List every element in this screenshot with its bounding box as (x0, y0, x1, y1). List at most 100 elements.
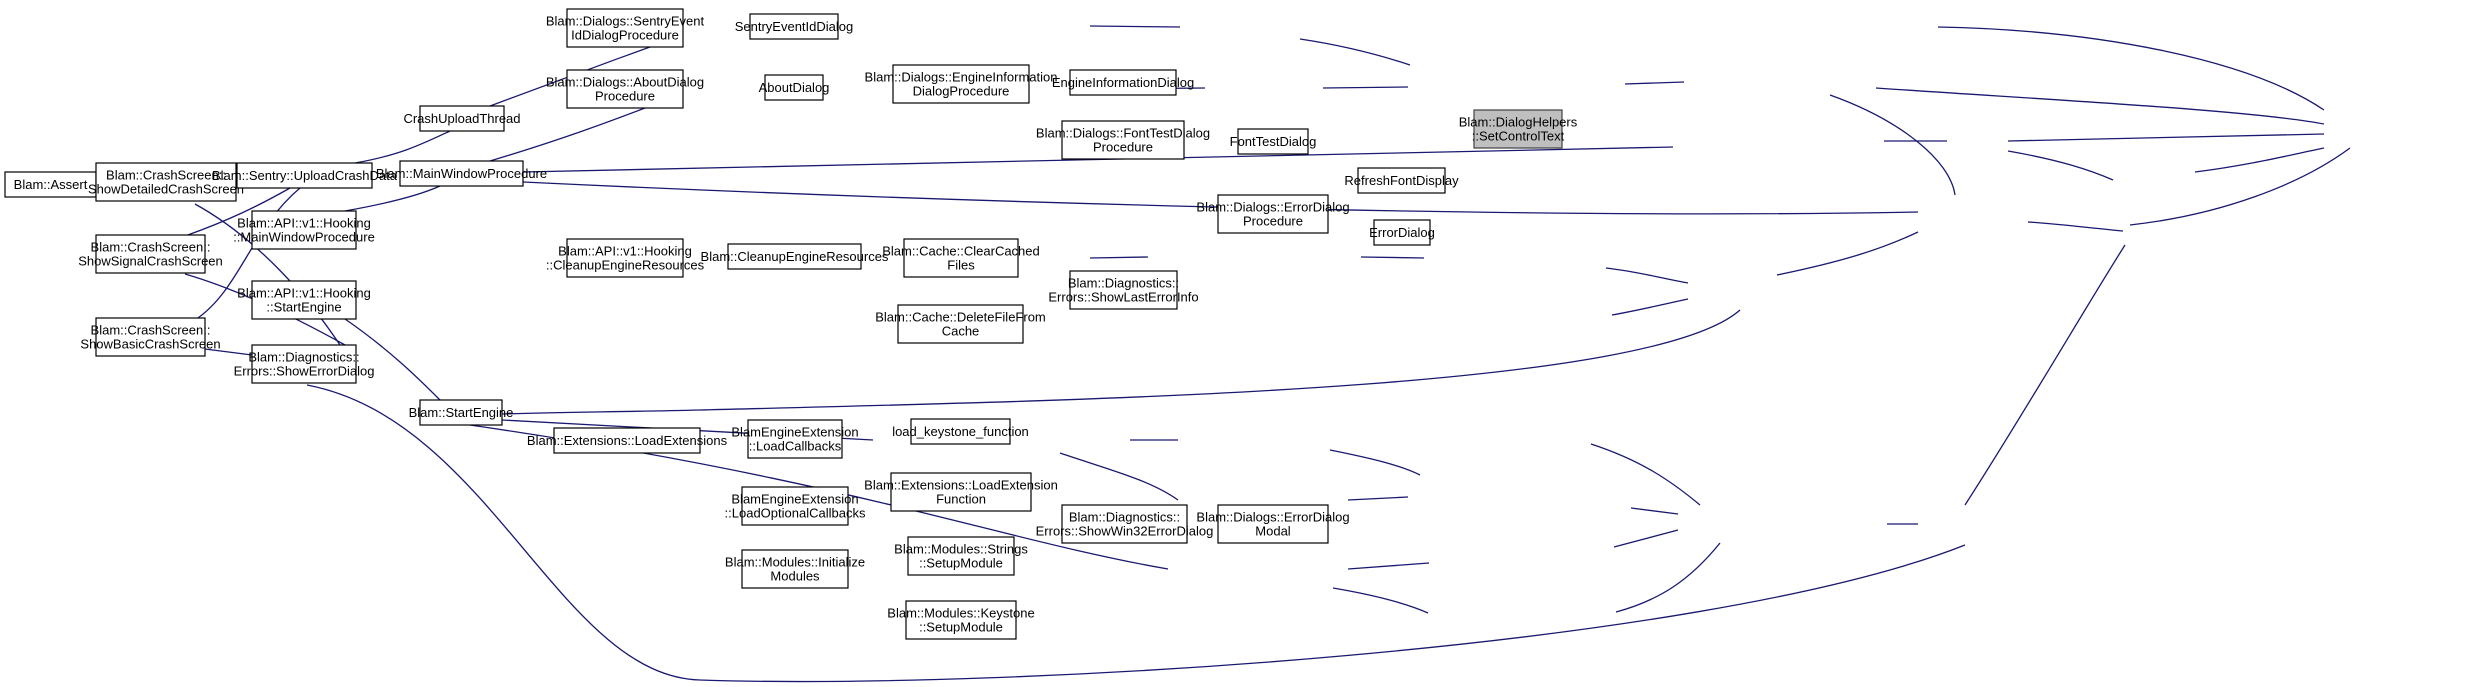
node-box[interactable] (251, 210, 357, 250)
node-engine-information-dialog-procedure[interactable]: Blam::Dialogs::EngineInformationDialogPr… (865, 64, 1058, 104)
node-box[interactable] (892, 64, 1030, 104)
node-crash-upload-thread[interactable]: CrashUploadThread (403, 105, 521, 132)
node-box[interactable] (747, 419, 843, 459)
node-label: EngineInformationDialog (1052, 75, 1194, 90)
node-label: ShowBasicCrashScreen (80, 337, 220, 352)
node-show-win32-error-dialog[interactable]: Blam::Diagnostics::Errors::ShowWin32Erro… (1036, 504, 1214, 544)
node-load-callbacks[interactable]: BlamEngineExtension::LoadCallbacks (731, 419, 859, 459)
node-set-control-text[interactable]: Blam::DialogHelpers::SetControlText (1459, 109, 1578, 149)
node-box[interactable] (897, 304, 1024, 344)
node-box[interactable] (741, 549, 849, 589)
node-box[interactable] (741, 486, 849, 526)
node-box[interactable] (905, 600, 1017, 640)
node-label: Blam::Extensions::LoadExtensions (527, 433, 728, 448)
edge-engine-information-dialog-to-engine-information-dialog-procedure (1624, 81, 1685, 85)
node-box[interactable] (419, 399, 503, 426)
node-box[interactable] (236, 162, 373, 189)
node-load-extensions[interactable]: Blam::Extensions::LoadExtensions (527, 427, 728, 454)
node-label: Errors::ShowLastErrorInfo (1048, 290, 1198, 305)
node-assert[interactable]: Blam::Assert (4, 171, 97, 198)
node-show-detailed[interactable]: Blam::CrashScreen::ShowDetailedCrashScre… (88, 162, 244, 202)
node-api-main-window-procedure[interactable]: Blam::API::v1::Hooking::MainWindowProced… (233, 210, 375, 250)
edge-sentry-event-id-dialog-to-sentry-event-id-dialog-procedure (1089, 25, 1181, 28)
node-box[interactable] (399, 160, 524, 187)
node-box[interactable] (1069, 69, 1177, 96)
node-upload-crash-data[interactable]: Blam::Sentry::UploadCrashData (212, 162, 398, 189)
node-refresh-font-display[interactable]: RefreshFontDisplay (1344, 167, 1459, 194)
node-box[interactable] (566, 8, 684, 48)
edge-line (1605, 267, 1689, 284)
node-box[interactable] (749, 13, 839, 40)
node-strings-setup-module[interactable]: Blam::Modules::Strings::SetupModule (894, 536, 1028, 576)
node-cleanup-engine-resources[interactable]: Blam::CleanupEngineResources (701, 243, 889, 270)
node-box[interactable] (1237, 128, 1309, 155)
node-box[interactable] (1473, 109, 1563, 149)
node-box[interactable] (95, 234, 206, 274)
node-box[interactable] (1061, 120, 1185, 160)
node-label: Blam::CrashScreen:: (91, 240, 211, 255)
node-box[interactable] (1069, 270, 1178, 310)
node-box[interactable] (251, 344, 357, 384)
edge-line (1611, 298, 1689, 316)
edge-line (204, 348, 253, 356)
node-load-optional-callbacks[interactable]: BlamEngineExtension::LoadOptionalCallbac… (725, 486, 866, 526)
node-box[interactable] (1061, 504, 1188, 544)
node-box[interactable] (890, 472, 1032, 512)
node-label: Errors::ShowWin32ErrorDialog (1036, 524, 1214, 539)
node-load-keystone-function[interactable]: load_keystone_function (892, 418, 1029, 445)
node-box[interactable] (764, 74, 824, 101)
node-box[interactable] (95, 317, 206, 357)
node-box[interactable] (727, 243, 862, 270)
node-start-engine[interactable]: Blam::StartEngine (409, 399, 514, 426)
edge-line (354, 130, 451, 164)
node-api-cleanup-engine-resources[interactable]: Blam::API::v1::Hooking::CleanupEngineRes… (546, 238, 705, 278)
node-about-dialog[interactable]: AboutDialog (759, 74, 830, 101)
node-box[interactable] (4, 171, 97, 198)
node-show-signal[interactable]: Blam::CrashScreen::ShowSignalCrashScreen (78, 234, 223, 274)
node-sentry-event-id-dialog-procedure[interactable]: Blam::Dialogs::SentryEventIdDialogProced… (546, 8, 705, 48)
node-box[interactable] (566, 238, 684, 278)
node-box[interactable] (910, 418, 1011, 445)
node-box[interactable] (903, 238, 1019, 278)
node-box[interactable] (553, 427, 701, 454)
node-box[interactable] (1217, 504, 1329, 544)
node-error-dialog[interactable]: ErrorDialog (1369, 219, 1435, 246)
edge-line (1624, 81, 1685, 85)
node-box[interactable] (566, 69, 684, 109)
node-box[interactable] (1217, 194, 1329, 234)
node-show-basic[interactable]: Blam::CrashScreen::ShowBasicCrashScreen (80, 317, 221, 357)
node-label: Blam::CrashScreen:: (91, 323, 211, 338)
edge-line (1630, 507, 1679, 515)
node-label: ::SetControlText (1472, 129, 1565, 144)
node-font-test-dialog[interactable]: FontTestDialog (1230, 128, 1317, 155)
node-box[interactable] (907, 536, 1015, 576)
node-box[interactable] (251, 280, 357, 320)
node-label: FontTestDialog (1230, 134, 1317, 149)
edge-line (2007, 133, 2325, 142)
edge-line (1776, 231, 1919, 276)
node-label: AboutDialog (759, 80, 830, 95)
node-keystone-setup-module[interactable]: Blam::Modules::Keystone::SetupModule (887, 600, 1035, 640)
edge-line (1347, 496, 1409, 501)
node-show-last-error-info[interactable]: Blam::Diagnostics::Errors::ShowLastError… (1048, 270, 1199, 310)
node-api-start-engine[interactable]: Blam::API::v1::Hooking::StartEngine (237, 280, 371, 320)
node-label: Blam::Modules::Initialize (725, 555, 865, 570)
node-show-error-dialog[interactable]: Blam::Diagnostics::Errors::ShowErrorDial… (234, 344, 375, 384)
node-main-window-procedure[interactable]: Blam::MainWindowProcedure (376, 160, 547, 187)
node-box[interactable] (1373, 219, 1431, 246)
node-label: ::LoadCallbacks (749, 439, 842, 454)
node-box[interactable] (1357, 167, 1446, 194)
node-sentry-event-id-dialog[interactable]: SentryEventIdDialog (735, 13, 854, 40)
node-box[interactable] (95, 162, 237, 202)
node-box[interactable] (419, 105, 505, 132)
edge-line (306, 384, 1966, 683)
node-engine-information-dialog[interactable]: EngineInformationDialog (1052, 69, 1194, 96)
